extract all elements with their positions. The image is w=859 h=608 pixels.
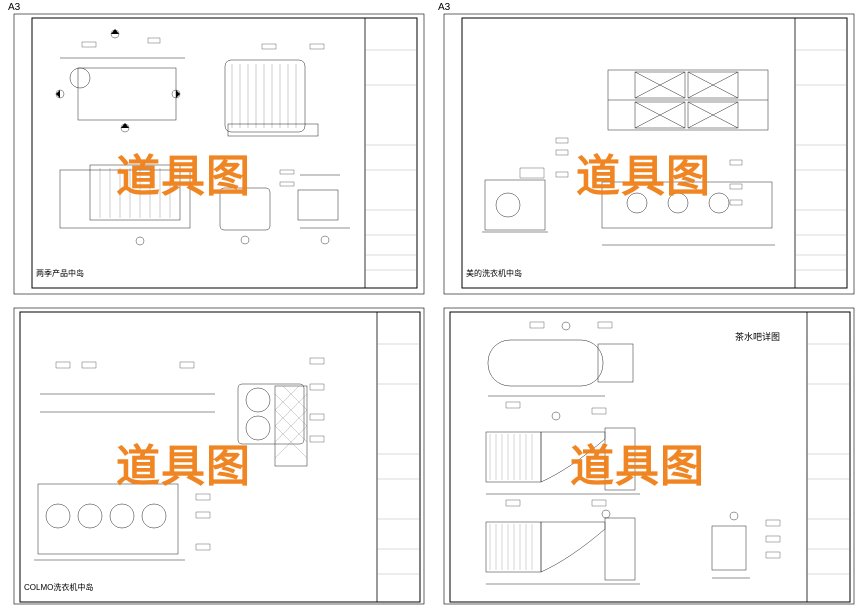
sheet-size-label: A3: [8, 2, 21, 13]
sheet-3-linework: [13, 307, 425, 605]
watermark-stamp: 道具图: [576, 151, 711, 202]
sheet-caption: COLMO洗衣机中岛: [24, 583, 94, 592]
drawing-sheet-4: 茶水吧详图 道具图: [430, 304, 859, 608]
drawing-sheet-2: A3: [430, 0, 859, 300]
sheet-2-linework: [443, 13, 855, 295]
sheet-size-label: A3: [438, 2, 451, 13]
drawing-sheet-3: COLMO洗衣机中岛 道具图: [0, 304, 429, 608]
sheet-caption: 两季产品中岛: [36, 269, 84, 278]
drawing-sheet-1: A3: [0, 0, 429, 300]
sheet-4-linework: [443, 307, 855, 605]
watermark-stamp: 道具图: [116, 151, 251, 202]
drawing-title: 茶水吧详图: [735, 332, 781, 342]
sheet-caption: 美的洗衣机中岛: [466, 269, 522, 278]
watermark-stamp: 道具图: [570, 441, 705, 492]
watermark-stamp: 道具图: [116, 441, 251, 492]
sheet-1-linework: [13, 13, 425, 295]
